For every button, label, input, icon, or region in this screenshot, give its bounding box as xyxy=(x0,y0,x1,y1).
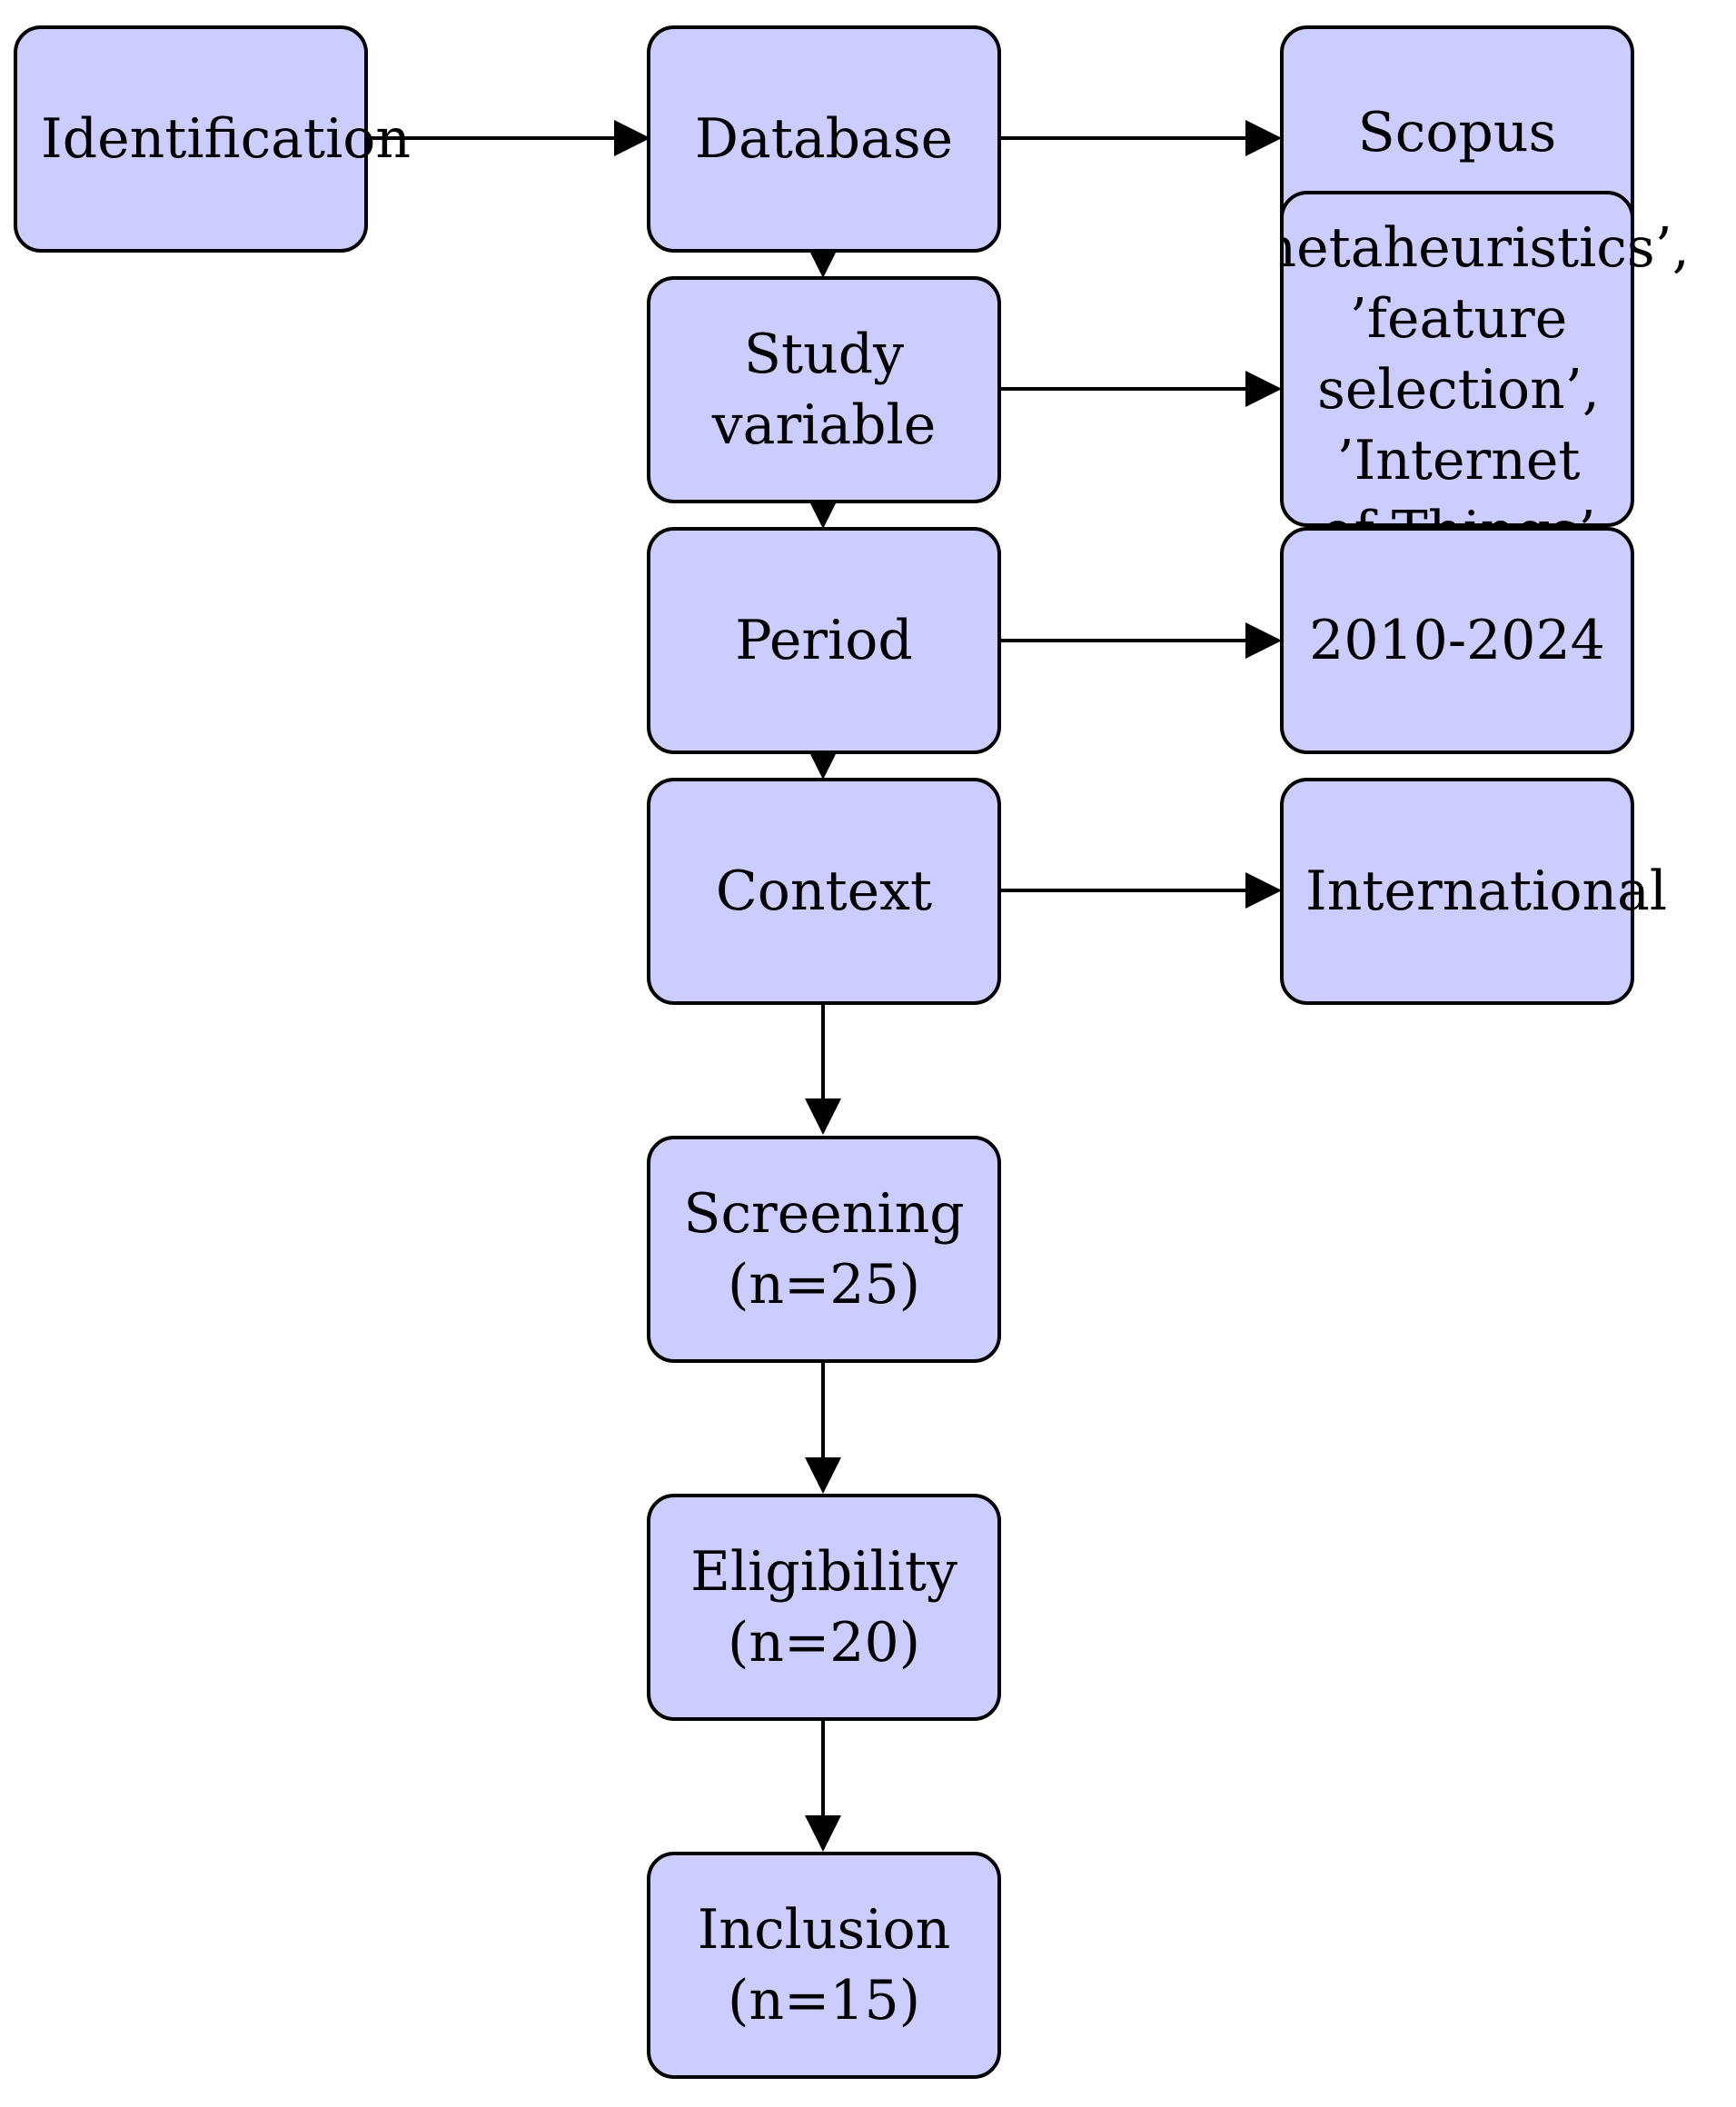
screening-box: Screening (n=25) xyxy=(647,1136,1001,1363)
study-variable-label-line1: Study xyxy=(743,323,905,386)
period-box: Period xyxy=(647,527,1001,754)
scopus-label: Scopus xyxy=(1357,101,1557,164)
study-variable-box: Study variable xyxy=(647,276,1001,503)
international-label: International xyxy=(1305,860,1668,923)
screening-count: (n=25) xyxy=(727,1253,921,1317)
screening-label: Screening xyxy=(683,1182,965,1246)
period-label: Period xyxy=(735,609,913,672)
context-label: Context xyxy=(715,860,933,923)
keyword-line-3: selection’, xyxy=(1317,358,1600,422)
eligibility-count: (n=20) xyxy=(727,1611,921,1675)
keywords-clip: ’metaheuristics’, ’feature selection’, ’… xyxy=(1284,194,1720,523)
keyword-line-1: ’metaheuristics’, xyxy=(1284,216,1690,280)
eligibility-label: Eligibility xyxy=(690,1540,957,1604)
context-box: Context xyxy=(647,778,1001,1005)
keyword-line-4: ’Internet xyxy=(1336,429,1581,492)
database-label: Database xyxy=(694,107,954,171)
keyword-line-2: ’feature xyxy=(1349,287,1568,351)
inclusion-label: Inclusion xyxy=(697,1898,951,1962)
years-label: 2010-2024 xyxy=(1309,609,1605,672)
identification-box: Identification xyxy=(14,25,411,253)
study-variable-label-line2: variable xyxy=(711,393,937,457)
keywords-box: ’metaheuristics’, ’feature selection’, ’… xyxy=(1280,191,1690,527)
eligibility-box: Eligibility (n=20) xyxy=(647,1494,1001,1721)
international-box: International xyxy=(1280,778,1667,1005)
identification-label: Identification xyxy=(41,107,412,171)
keyword-line-5: of Things’ xyxy=(1321,496,1595,523)
years-box: 2010-2024 xyxy=(1280,527,1634,754)
inclusion-count: (n=15) xyxy=(727,1969,921,2032)
inclusion-box: Inclusion (n=15) xyxy=(647,1852,1001,2079)
database-box: Database xyxy=(647,25,1001,253)
